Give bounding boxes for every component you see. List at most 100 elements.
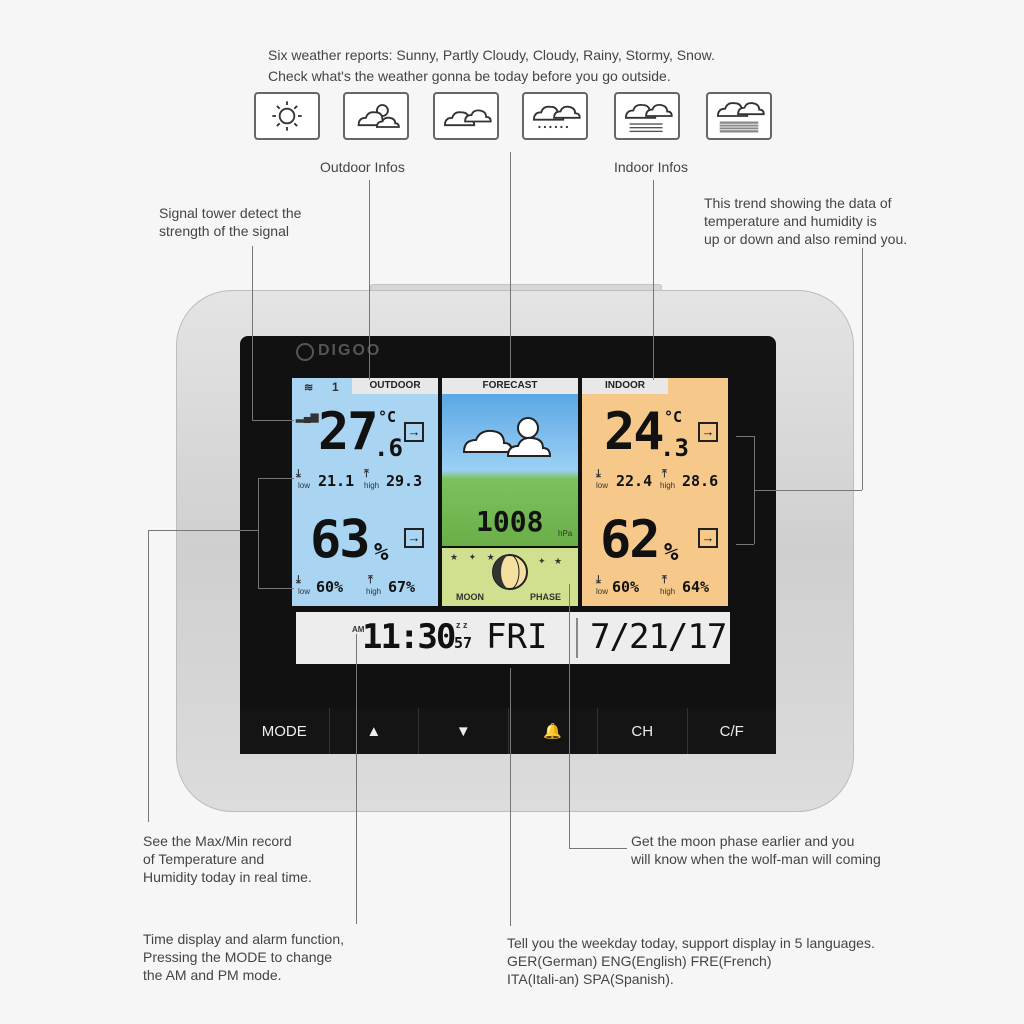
unit-toggle-button[interactable]: C/F <box>687 708 776 754</box>
pressure-unit: hPa <box>558 529 573 538</box>
stars-icon: ✦ ★ <box>538 556 566 566</box>
outdoor-temperature-decimal: .6 <box>374 434 403 462</box>
moon-callout-line <box>569 584 570 848</box>
signal-caption-line: Signal tower detect the <box>159 205 302 221</box>
brand-logo-icon <box>296 343 314 361</box>
outdoor-humidity-trend-icon: → <box>404 528 424 548</box>
indoor-temp-unit: °C <box>664 408 683 426</box>
partly-cloudy-icon <box>462 417 552 457</box>
channel-number: 1 <box>332 380 339 394</box>
time-callout-line <box>356 634 357 924</box>
low-arrow-icon: ⤓ <box>296 574 301 586</box>
partly-cloudy-icon <box>343 92 409 140</box>
indoor-humidity-high: 64% <box>682 578 710 596</box>
weekday-caption: Tell you the weekday today, support disp… <box>507 934 875 988</box>
indoor-temperature: 24 <box>604 402 665 462</box>
outdoor-high-label: high <box>366 587 382 596</box>
pressure-value: 1008 <box>476 505 544 538</box>
high-arrow-icon: ⤒ <box>662 574 667 586</box>
indoor-low-label: low <box>596 587 609 596</box>
indoor-infos-caption: Indoor Infos <box>614 159 688 175</box>
signal-caption-line: strength of the signal <box>159 223 289 239</box>
rainy-icon <box>522 92 588 140</box>
weekday-caption-line: GER(German) ENG(English) FRE(French) <box>507 953 772 969</box>
stormy-icon <box>614 92 680 140</box>
channel-button[interactable]: CH <box>598 708 688 754</box>
time-caption-line: Pressing the MODE to change <box>143 949 333 965</box>
up-button[interactable]: ▲ <box>329 708 419 754</box>
indoor-high-label: high <box>660 481 676 490</box>
maxmin-caption-line: Humidity today in real time. <box>143 869 312 885</box>
outdoor-temp-low: 21.1 <box>318 472 355 490</box>
outdoor-humidity: 63 <box>310 510 371 570</box>
moon-phase-icon <box>492 554 528 590</box>
signal-caption: Signal tower detect the strength of the … <box>159 204 301 240</box>
outdoor-low-label: low <box>298 587 311 596</box>
forecast-panel: FORECAST 1008 hPa <box>442 378 578 546</box>
indoor-panel: INDOOR 24 .3 °C → ⤓ low 22.4 ⤒ high 28.6… <box>582 378 728 606</box>
date: 7/21/17 <box>590 617 727 657</box>
outdoor-temp-trend-icon: → <box>404 422 424 442</box>
outdoor-humidity-unit: % <box>374 538 389 566</box>
moon-label: MOON <box>456 592 484 602</box>
low-arrow-icon: ⤓ <box>596 468 601 480</box>
maxmin-callout-bracket <box>258 588 294 589</box>
signal-callout-line <box>252 420 294 421</box>
device-stand <box>370 284 662 295</box>
moon-callout-line <box>569 848 627 849</box>
down-button[interactable]: ▼ <box>419 708 509 754</box>
indoor-callout-line <box>653 180 654 380</box>
clock-bar: AM 11:30 z z 57 FRI 7/21/17 <box>296 612 730 664</box>
am-pm-indicator: AM <box>352 625 365 634</box>
top-caption-line-2: Check what's the weather gonna be today … <box>268 68 671 84</box>
trend-caption: This trend showing the data of temperatu… <box>704 194 907 248</box>
indoor-temp-high: 28.6 <box>682 472 719 490</box>
clock-divider <box>576 618 578 658</box>
maxmin-caption-line: See the Max/Min record <box>143 833 292 849</box>
indoor-low-label: low <box>596 481 609 490</box>
trend-caption-line: This trend showing the data of <box>704 195 892 211</box>
indoor-header: INDOOR <box>582 378 668 394</box>
indoor-high-label: high <box>660 587 676 596</box>
top-caption-line-1: Six weather reports: Sunny, Partly Cloud… <box>268 47 715 63</box>
outdoor-low-label: low <box>298 481 311 490</box>
outdoor-infos-caption: Outdoor Infos <box>320 159 405 175</box>
alarm-button[interactable]: 🔔 <box>508 708 598 754</box>
moon-caption-line: will know when the wolf-man will coming <box>631 851 881 867</box>
forecast-header: FORECAST <box>442 378 578 394</box>
signal-strength-icon: ▂▄▆ <box>296 412 319 423</box>
indoor-humidity-unit: % <box>664 538 679 566</box>
indoor-temperature-decimal: .3 <box>660 434 689 462</box>
low-arrow-icon: ⤓ <box>296 468 301 480</box>
high-arrow-icon: ⤒ <box>364 468 369 480</box>
sun-icon <box>254 92 320 140</box>
outdoor-temperature: 27 <box>318 402 379 462</box>
outdoor-humidity-low: 60% <box>316 578 344 596</box>
maxmin-callout-bracket <box>258 478 259 588</box>
time-caption-line: Time display and alarm function, <box>143 931 345 947</box>
weekday-callout-line <box>510 668 511 926</box>
stars-icon: ★ ✦ ★ ✦ <box>450 552 517 562</box>
moon-panel: ★ ✦ ★ ✦ ✦ ★ MOON PHASE <box>442 548 578 606</box>
outdoor-temp-unit: °C <box>378 408 397 426</box>
outdoor-header: OUTDOOR <box>352 378 438 394</box>
indoor-humidity-low: 60% <box>612 578 640 596</box>
trend-callout-bracket <box>736 436 754 437</box>
maxmin-callout-line <box>148 530 149 822</box>
brand-name: DIGOO <box>318 342 382 359</box>
maxmin-callout-bracket <box>258 478 294 479</box>
outdoor-panel: OUTDOOR ≋ 1 ▂▄▆ 27 .6 °C → ⤓ low 21.1 ⤒ … <box>292 378 438 606</box>
outdoor-temp-high: 29.3 <box>386 472 423 490</box>
trend-callout-bracket <box>754 436 755 544</box>
phase-label: PHASE <box>530 592 562 602</box>
mode-button[interactable]: MODE <box>240 708 330 754</box>
signal-callout-line <box>252 246 253 420</box>
weekday-caption-line: Tell you the weekday today, support disp… <box>507 935 875 951</box>
trend-callout-bracket <box>736 544 754 545</box>
wifi-icon: ≋ <box>304 382 314 394</box>
high-arrow-icon: ⤒ <box>368 574 373 586</box>
cloudy-icon <box>433 92 499 140</box>
clock-seconds: 57 <box>454 634 473 652</box>
maxmin-caption: See the Max/Min record of Temperature an… <box>143 832 312 886</box>
clock-time: 11:30 <box>362 617 456 657</box>
